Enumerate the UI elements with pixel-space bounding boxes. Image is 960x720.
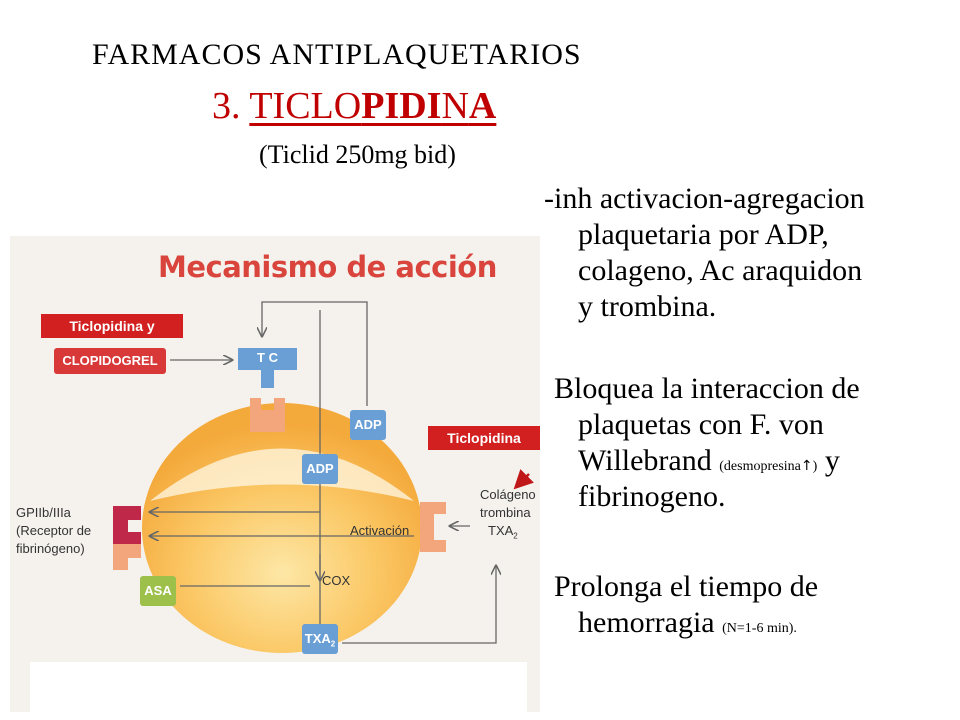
activacion-label: Activación (350, 523, 410, 538)
platelet-diagram (113, 301, 534, 653)
gp-label-line3: fibrinógeno) (16, 541, 85, 556)
desmopresina-note: (desmopresina↑) (719, 458, 818, 474)
ticlopidina-red-arrow (513, 469, 534, 490)
figure-cover-blank (30, 662, 527, 712)
agonist-label-line1: Colágeno (480, 487, 536, 502)
drug-name: TICLOPIDINA (249, 85, 497, 127)
ticlopidina-clopidogrel-tag: Ticlopidina y (41, 314, 183, 338)
activacion-receptor (420, 502, 446, 552)
p1-line1: -inh activacion-agregacion (544, 182, 865, 215)
feedback-loop-line (262, 301, 368, 406)
txa-loop-line (342, 566, 496, 644)
p2-line4: fibrinogeno. (578, 480, 726, 513)
p3-line2: hemorragia (N=1-6 min). (578, 606, 797, 639)
p2-line3: Willebrand (desmopresina↑) y (578, 444, 840, 477)
gp-receptor-base (113, 544, 141, 570)
normal-range-note: (N=1-6 min). (722, 621, 797, 636)
drug-brand: (Ticlid 250mg bid) (259, 140, 456, 169)
p1-line4: y trombina. (578, 290, 717, 323)
cell-upper-highlight (150, 448, 414, 501)
tc-label: T C (257, 350, 278, 365)
drug-number: 3. (212, 85, 241, 127)
gp-label-line2: (Receptor de (16, 523, 92, 538)
mechanism-figure: Mecanismo de acción CLOPIDOGREL T C ADP … (10, 236, 540, 712)
figure-title: Mecanismo de acción (158, 250, 497, 284)
cox-label: COX (322, 573, 351, 588)
drug-heading: 3. TICLOPIDINA (212, 84, 496, 128)
slide-title: FARMACOS ANTIPLAQUETARIOS (92, 38, 582, 71)
p3-line1: Prolonga el tiempo de (554, 570, 819, 603)
agonist-label-line3: TXA2 (488, 523, 518, 541)
adp-box-outer: ADP (350, 410, 386, 440)
agonist-label-line2: trombina (480, 505, 531, 520)
gp-receptor (113, 506, 141, 544)
p2-line1: Bloquea la interaccion de (554, 372, 860, 405)
tc-receptor (238, 348, 297, 388)
clopidogrel-box (54, 348, 166, 374)
clopidogrel-label: CLOPIDOGREL (62, 353, 158, 368)
ticlopidina-tag: Ticlopidina (428, 426, 540, 450)
p1-line3: colageno, Ac araquidon (578, 254, 863, 287)
p1-line2: plaquetaria por ADP, (578, 218, 829, 251)
arrow-up-icon: ↑ (800, 458, 813, 474)
gp-label-line1: GPIIb/IIIa (16, 505, 71, 520)
tc-receptor-base (250, 398, 285, 432)
p2-line2: plaquetas con F. von (578, 408, 824, 441)
txa2-box: TXA2 (302, 624, 338, 654)
adp-box-inner: ADP (302, 454, 338, 484)
asa-box: ASA (140, 576, 176, 606)
